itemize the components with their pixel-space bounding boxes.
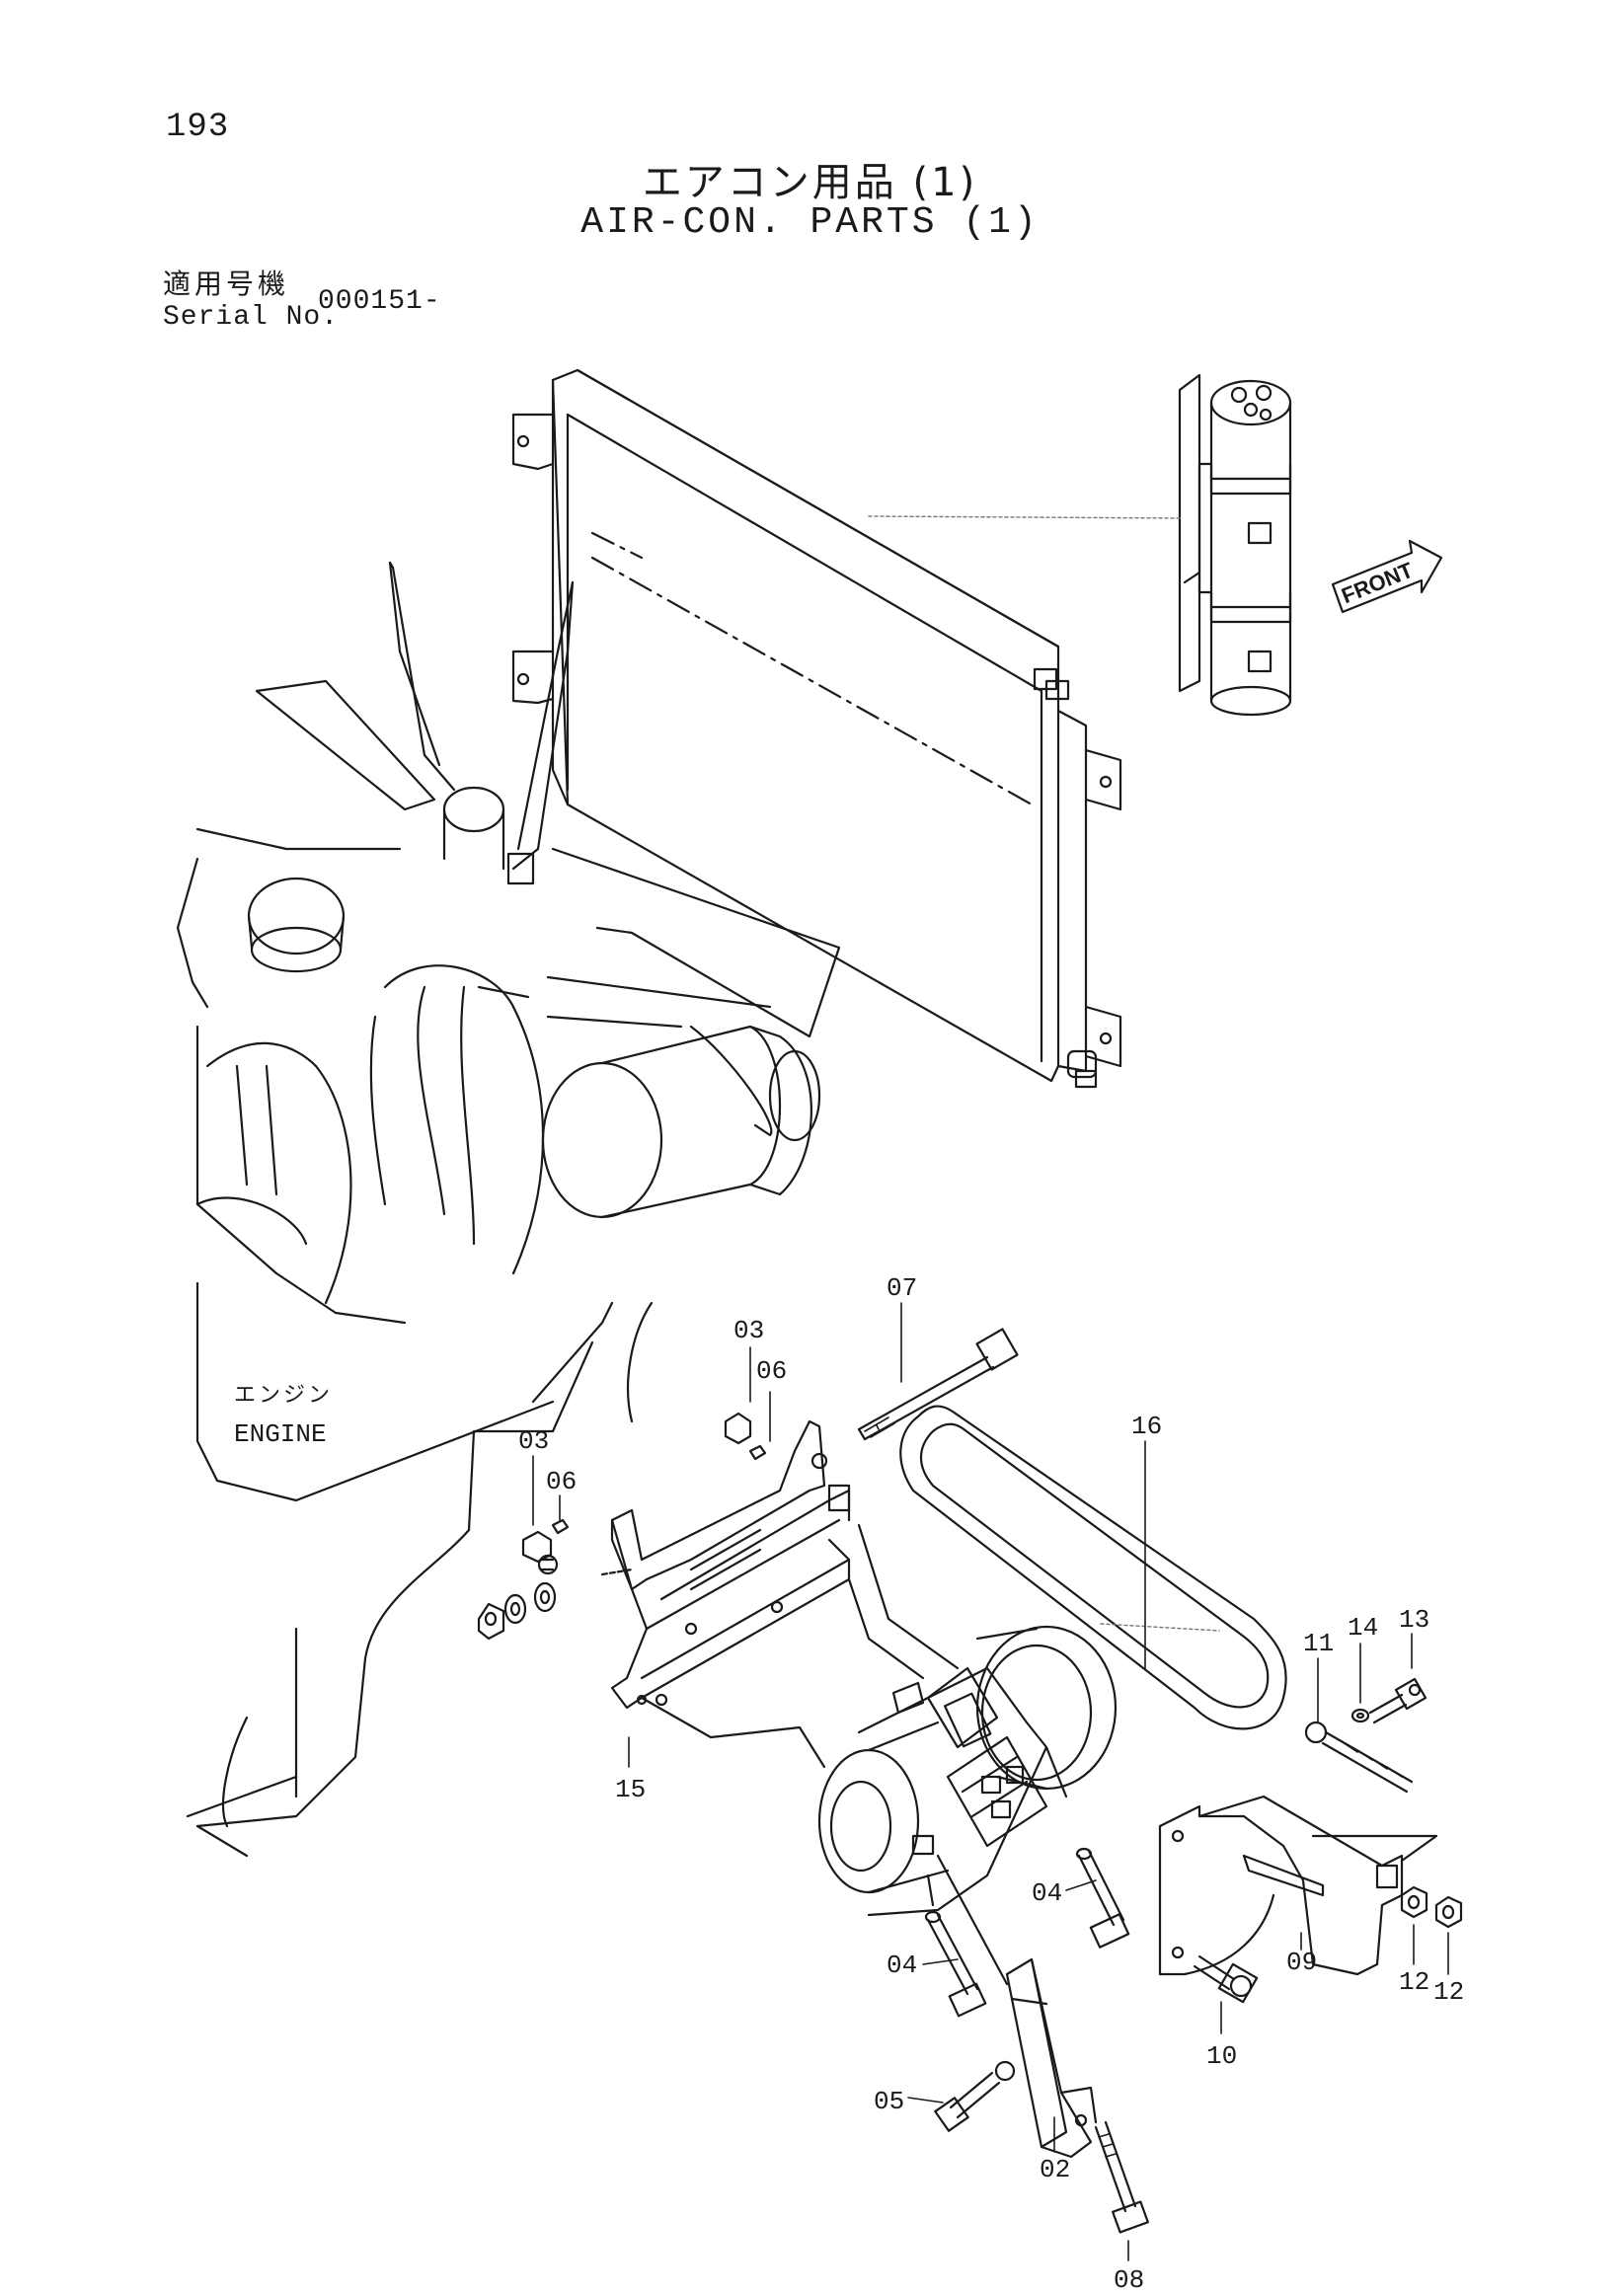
serial-number-value: 000151- xyxy=(318,286,441,317)
engine xyxy=(176,857,821,1858)
callout-04-upper: 04 xyxy=(1032,1878,1062,1908)
engine-label-jp: エンジン xyxy=(234,1383,333,1408)
callout-12-b: 12 xyxy=(1433,1977,1464,2007)
front-arrow-icon xyxy=(1331,539,1443,614)
nut-12 xyxy=(1400,1885,1463,1929)
callout-12-a: 12 xyxy=(1399,1967,1429,1997)
callout-05: 05 xyxy=(874,2087,904,2116)
belt-16 xyxy=(899,1405,1287,1730)
bolt-07 xyxy=(857,1328,1019,1441)
receiver-drier xyxy=(868,373,1292,717)
bolt-08 xyxy=(1094,2120,1149,2234)
callout-03-upper: 03 xyxy=(733,1316,764,1345)
callout-16: 16 xyxy=(1131,1412,1162,1441)
page-title-en: AIR-CON. PARTS (1) xyxy=(580,201,1040,244)
callout-06-left: 06 xyxy=(546,1467,577,1496)
callout-03-left: 03 xyxy=(518,1426,549,1456)
bolt-04-upper xyxy=(1075,1847,1130,1949)
callout-13: 13 xyxy=(1399,1605,1429,1635)
callout-07: 07 xyxy=(887,1273,917,1303)
page-title-jp: エアコン用品 (1) xyxy=(642,160,978,205)
bolt-11 xyxy=(1304,1721,1414,1794)
callout-04-lower: 04 xyxy=(887,1951,917,1980)
condenser xyxy=(511,368,1122,1089)
compressor xyxy=(640,1523,1118,1917)
callout-10: 10 xyxy=(1206,2041,1237,2071)
fan xyxy=(195,561,841,1038)
callout-14: 14 xyxy=(1348,1613,1378,1643)
callout-15: 15 xyxy=(615,1775,646,1804)
bracket-15 xyxy=(477,1412,851,1710)
serial-label-jp: 適用号機 xyxy=(163,268,290,300)
serial-label-en: Serial No. xyxy=(163,302,340,333)
callout-leaders xyxy=(532,1302,1449,2261)
bolt-13 xyxy=(1368,1677,1427,1724)
callout-09: 09 xyxy=(1286,1948,1317,1977)
bolt-04-lower xyxy=(924,1874,987,2018)
callout-08: 08 xyxy=(1114,2265,1144,2295)
washer-14 xyxy=(1350,1708,1370,1723)
bolt-10 xyxy=(1193,1954,1259,2004)
engine-label-en: ENGINE xyxy=(234,1419,327,1449)
callout-11: 11 xyxy=(1303,1629,1334,1658)
callout-06-upper: 06 xyxy=(756,1356,787,1386)
bolt-05 xyxy=(934,2060,1016,2132)
bracket-02 xyxy=(936,1854,1098,2159)
callout-02: 02 xyxy=(1040,2155,1070,2184)
page-number: 193 xyxy=(166,109,230,146)
front-label: FRONT xyxy=(1338,558,1417,609)
